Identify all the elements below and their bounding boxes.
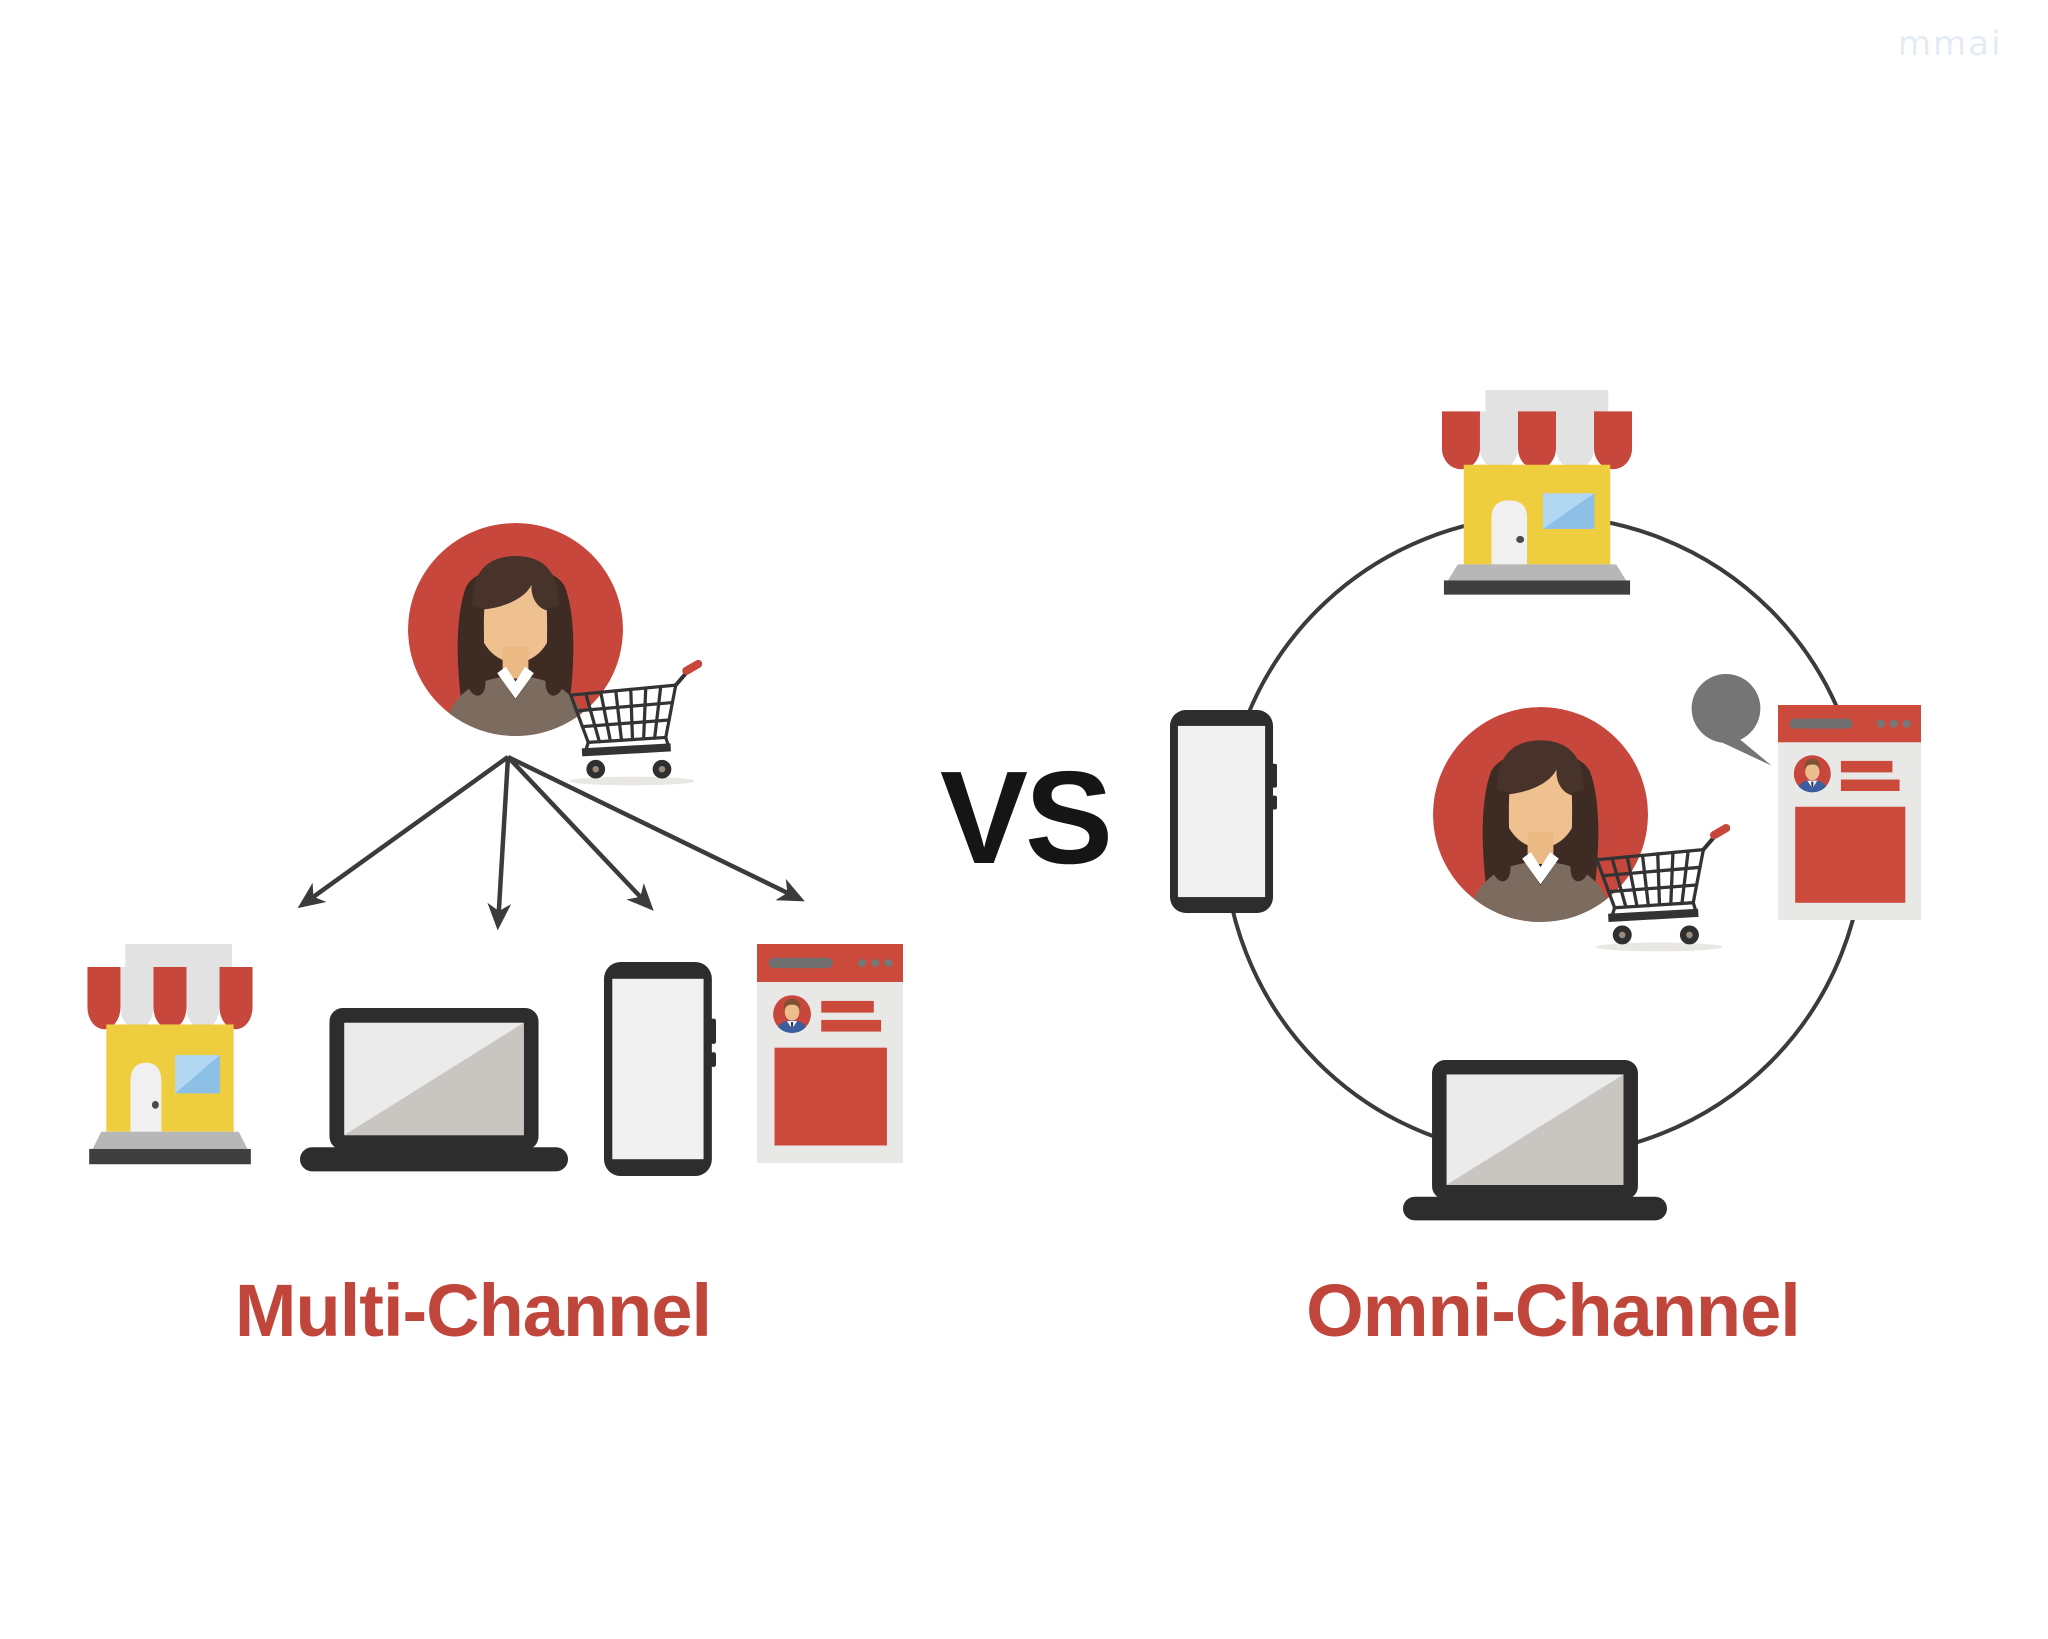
web-profile-page-icon (1778, 705, 1921, 920)
web-profile-page-icon (757, 944, 903, 1163)
storefront-icon (87, 944, 253, 1165)
smartphone-icon (604, 962, 716, 1176)
speech-bubble-icon (1691, 674, 1772, 766)
storefront-icon (1441, 390, 1633, 595)
arrow-to-laptop-icon (487, 756, 512, 931)
laptop-icon (300, 1008, 568, 1172)
multi-channel-arrows (297, 754, 805, 931)
laptop-icon (1403, 1060, 1667, 1221)
multi-channel-label: Multi-Channel (234, 1269, 712, 1352)
arrow-to-store-icon (297, 755, 510, 909)
smartphone-icon (1170, 710, 1277, 913)
shopping-cart-icon (1588, 818, 1730, 952)
vs-divider-label: VS (939, 744, 1113, 891)
arrow-to-phone-icon (506, 755, 654, 911)
watermark-text: mmai (1898, 24, 2003, 64)
arrow-to-webpage-icon (507, 754, 805, 902)
omni-channel-label: Omni-Channel (1306, 1269, 1801, 1352)
